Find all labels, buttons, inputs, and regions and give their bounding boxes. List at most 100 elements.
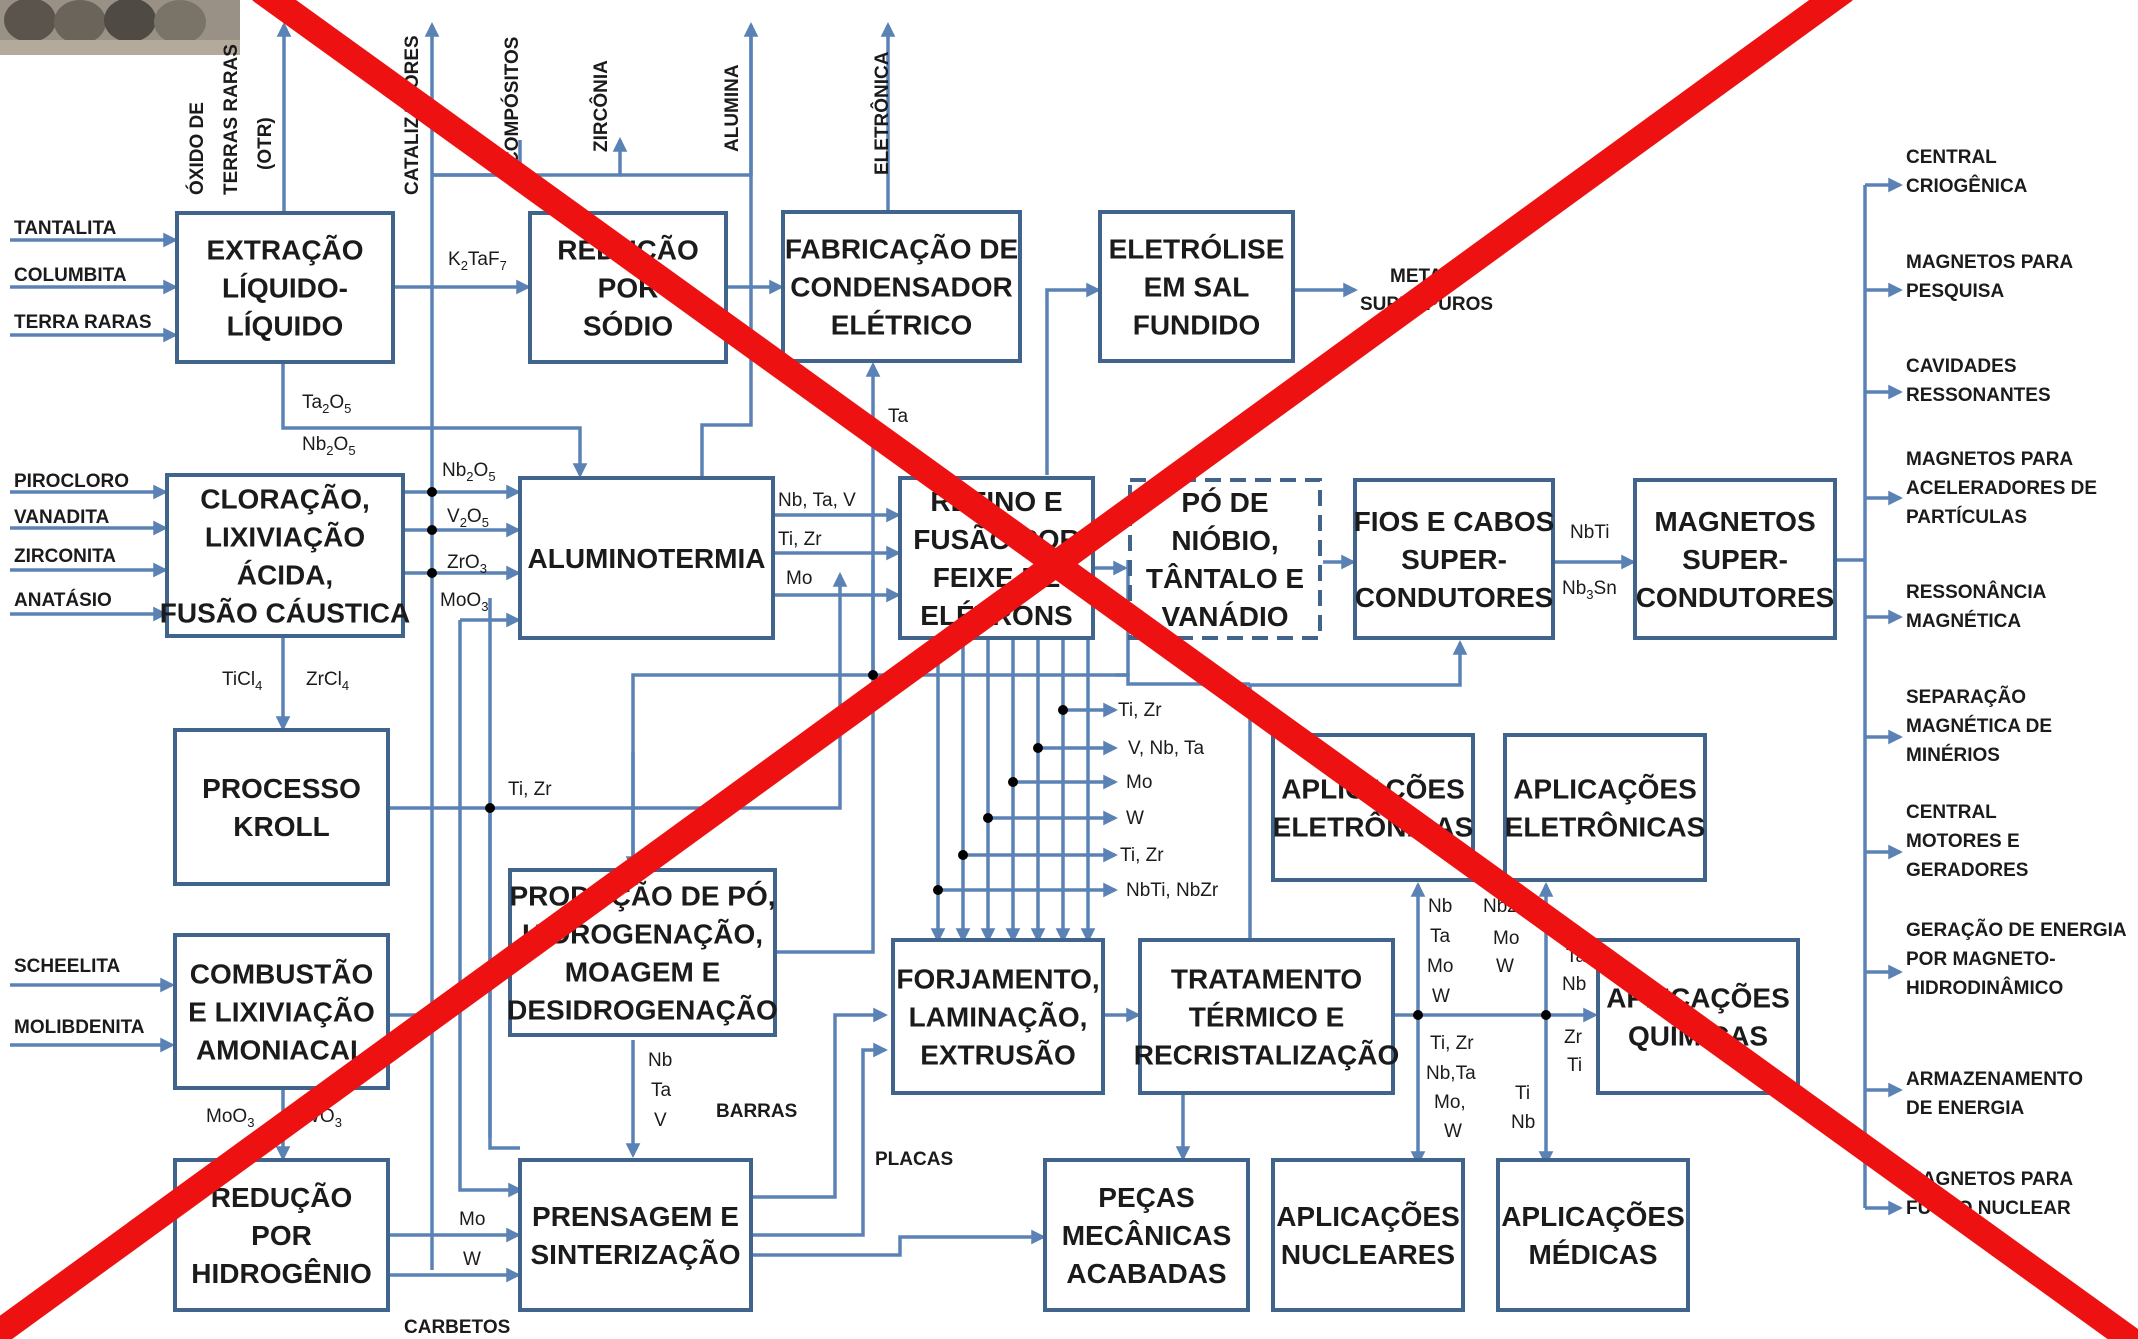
box-pecas-line-3: ACABADAS (1066, 1258, 1226, 1289)
box-reducao-sodio-line-3: SÓDIO (583, 311, 673, 342)
label-v2o5: V2O5 (447, 506, 489, 530)
label-placas: PLACAS (875, 1149, 953, 1170)
label-nb-ta-mix: Nb,Ta (1426, 1063, 1476, 1084)
output-alumina: ALUMINA (722, 64, 743, 152)
input-tantalita: TANTALITA (14, 218, 117, 239)
application-4-line-1: MAGNETOS PARA (1906, 449, 2073, 470)
box-forjamento-line-3: EXTRUSÃO (920, 1040, 1076, 1071)
box-aplic-nucleares-line-1: APLICAÇÕES (1276, 1201, 1460, 1232)
application-5-line-2: MAGNÉTICA (1906, 610, 2021, 632)
label-v: V (654, 1110, 667, 1131)
box-extracao-line-3: LÍQUIDO (227, 311, 344, 342)
application-2-line-1: MAGNETOS PARA (1906, 252, 2073, 273)
output-otr-line2: TERRAS RARAS (221, 44, 242, 195)
application-3-line-1: CAVIDADES (1906, 356, 2017, 377)
application-2-line-2: PESQUISA (1906, 281, 2004, 302)
box-condensador-line-1: FABRICAÇÃO DE (785, 234, 1018, 265)
box-eletrolise-line-3: FUNDIDO (1133, 310, 1261, 341)
box-tratamento-line-3: RECRISTALIZAÇÃO (1134, 1040, 1399, 1071)
box-producao-po-line-1: PRODUÇÃO DE PÓ, (509, 881, 775, 912)
box-tratamento-line-2: TÉRMICO E (1189, 1002, 1345, 1033)
label-nb-bottom: Nb (1511, 1112, 1535, 1133)
branch-label-3: Mo (1126, 772, 1152, 793)
output-zirconia: ZIRCÔNIA (590, 60, 612, 152)
box-forjamento-line-2: LAMINAÇÃO, (909, 1002, 1088, 1033)
branch-label-2: V, Nb, Ta (1128, 738, 1204, 759)
box-magnetos-line-3: CONDUTORES (1636, 582, 1835, 613)
output-eletronica: ELETRÔNICA (871, 51, 893, 175)
application-10-line-1: MAGNETOS PARA (1906, 1169, 2073, 1190)
input-anatasio: ANATÁSIO (14, 589, 112, 611)
box-aplic-elet2-line-1: APLICAÇÕES (1513, 774, 1697, 805)
box-fios-line-1: FIOS E CABOS (1354, 506, 1555, 537)
label-ti-zr-mix: Ti, Zr (1430, 1033, 1474, 1054)
box-aluminotermia: ALUMINOTERMIA (518, 476, 775, 640)
label-nb3sn: Nb3Sn (1562, 578, 1617, 602)
label-ti-zr-kroll: Ti, Zr (508, 779, 552, 800)
box-po-niobio-line-1: PÓ DE (1181, 487, 1268, 518)
application-8-line-2: POR MAGNETO- (1906, 949, 2056, 970)
flow-labels: K2TaF7 Ta2O5 Nb2O5 Nb2O5 V2O5 ZrO3 MoO3 … (206, 249, 1617, 1270)
application-8-line-3: HIDRODINÂMICO (1906, 977, 2063, 999)
label-w-stack2: W (1496, 956, 1514, 977)
box-combustao-line-1: COMBUSTÃO (190, 959, 374, 990)
application-1-line-1: CENTRAL (1906, 147, 1997, 168)
box-fios-line-3: CONDUTORES (1355, 582, 1554, 613)
label-barras: BARRAS (716, 1101, 797, 1122)
box-prensagem-line-1: PRENSAGEM E (532, 1201, 739, 1232)
box-cloracao-line-3: ÁCIDA, (237, 560, 333, 591)
label-nb2o5: Nb2O5 (442, 460, 496, 484)
box-cloracao-line-4: FUSÃO CÁUSTICA (160, 598, 410, 629)
label-nb-ta-v: Nb, Ta, V (778, 490, 856, 511)
input-terra-raras: TERRA RARAS (14, 312, 152, 333)
box-aplic-nucleares: APLICAÇÕES NUCLEARES (1271, 1158, 1465, 1312)
box-po-niobio-line-2: NIÓBIO, (1171, 525, 1278, 556)
box-aplic-nucleares-line-2: NUCLEARES (1281, 1239, 1455, 1270)
box-magnetos-line-1: MAGNETOS (1654, 506, 1815, 537)
output-compositos: COMPÓSITOS (501, 37, 523, 165)
top-output-labels: ÓXIDO DE TERRAS RARAS (OTR) CATALIZADORE… (186, 35, 1493, 1338)
label-w-hidrogenio: W (463, 1249, 481, 1270)
application-9-line-1: ARMAZENAMENTO (1906, 1069, 2083, 1090)
box-aplic-medicas-line-2: MÉDICAS (1528, 1239, 1657, 1270)
box-po-niobio-line-3: TÂNTALO E (1146, 563, 1304, 594)
branch-label-1: Ti, Zr (1118, 700, 1162, 721)
box-reducao-hidrogenio-line-2: POR (251, 1220, 312, 1251)
label-ta: Ta (888, 406, 909, 427)
application-9-line-2: DE ENERGIA (1906, 1098, 2025, 1119)
box-pecas-line-2: MECÂNICAS (1062, 1220, 1232, 1251)
box-extracao-line-2: LÍQUIDO- (222, 273, 348, 304)
input-labels: TANTALITA COLUMBITA TERRA RARAS PIROCLOR… (14, 218, 152, 1038)
box-cloracao-line-2: LIXIVIAÇÃO (205, 522, 365, 553)
application-1-line-2: CRIOGÊNICA (1906, 175, 2028, 197)
box-forjamento-line-1: FORJAMENTO, (896, 964, 1099, 995)
box-producao-po-line-3: MOAGEM E (565, 957, 721, 988)
ingots-photo (0, 0, 240, 55)
label-mo-hidrogenio: Mo (459, 1209, 485, 1230)
branch-label-6: NbTi, NbZr (1126, 880, 1219, 901)
process-boxes: EXTRAÇÃO LÍQUIDO- LÍQUIDO REDUÇÃOPORSÓDIO FA… (160, 210, 1837, 1312)
box-combustao-line-3: AMONIACAL (196, 1035, 367, 1066)
input-scheelita: SCHEELITA (14, 956, 121, 977)
box-po-niobio-line-4: VANÁDIO (1161, 601, 1288, 632)
branch-label-5: Ti, Zr (1120, 845, 1164, 866)
box-condensador-line-2: CONDENSADOR (790, 272, 1012, 303)
box-aluminotermia-line-1: ALUMINOTERMIA (528, 543, 766, 574)
label-zrcl4: ZrCl4 (306, 669, 349, 693)
label-w-stack: W (1432, 986, 1450, 1007)
application-8-line-1: GERAÇÃO DE ENERGIA (1906, 919, 2127, 941)
input-molibdenita: MOLIBDENITA (14, 1017, 145, 1038)
label-ta-stack: Ta (651, 1080, 672, 1101)
output-otr-line1: ÓXIDO DE (186, 102, 208, 195)
label-ti-right: Ti (1567, 1055, 1582, 1076)
magnet-applications: CENTRAL CRIOGÊNICA MAGNETOS PARA PESQUISA CA… (1906, 147, 2127, 1219)
box-extracao-line-1: EXTRAÇÃO (206, 235, 363, 266)
box-reducao-sodio: REDUÇÃOPORSÓDIO (528, 211, 728, 364)
label-zr-right: Zr (1564, 1027, 1583, 1048)
label-mo: Mo (786, 568, 812, 589)
